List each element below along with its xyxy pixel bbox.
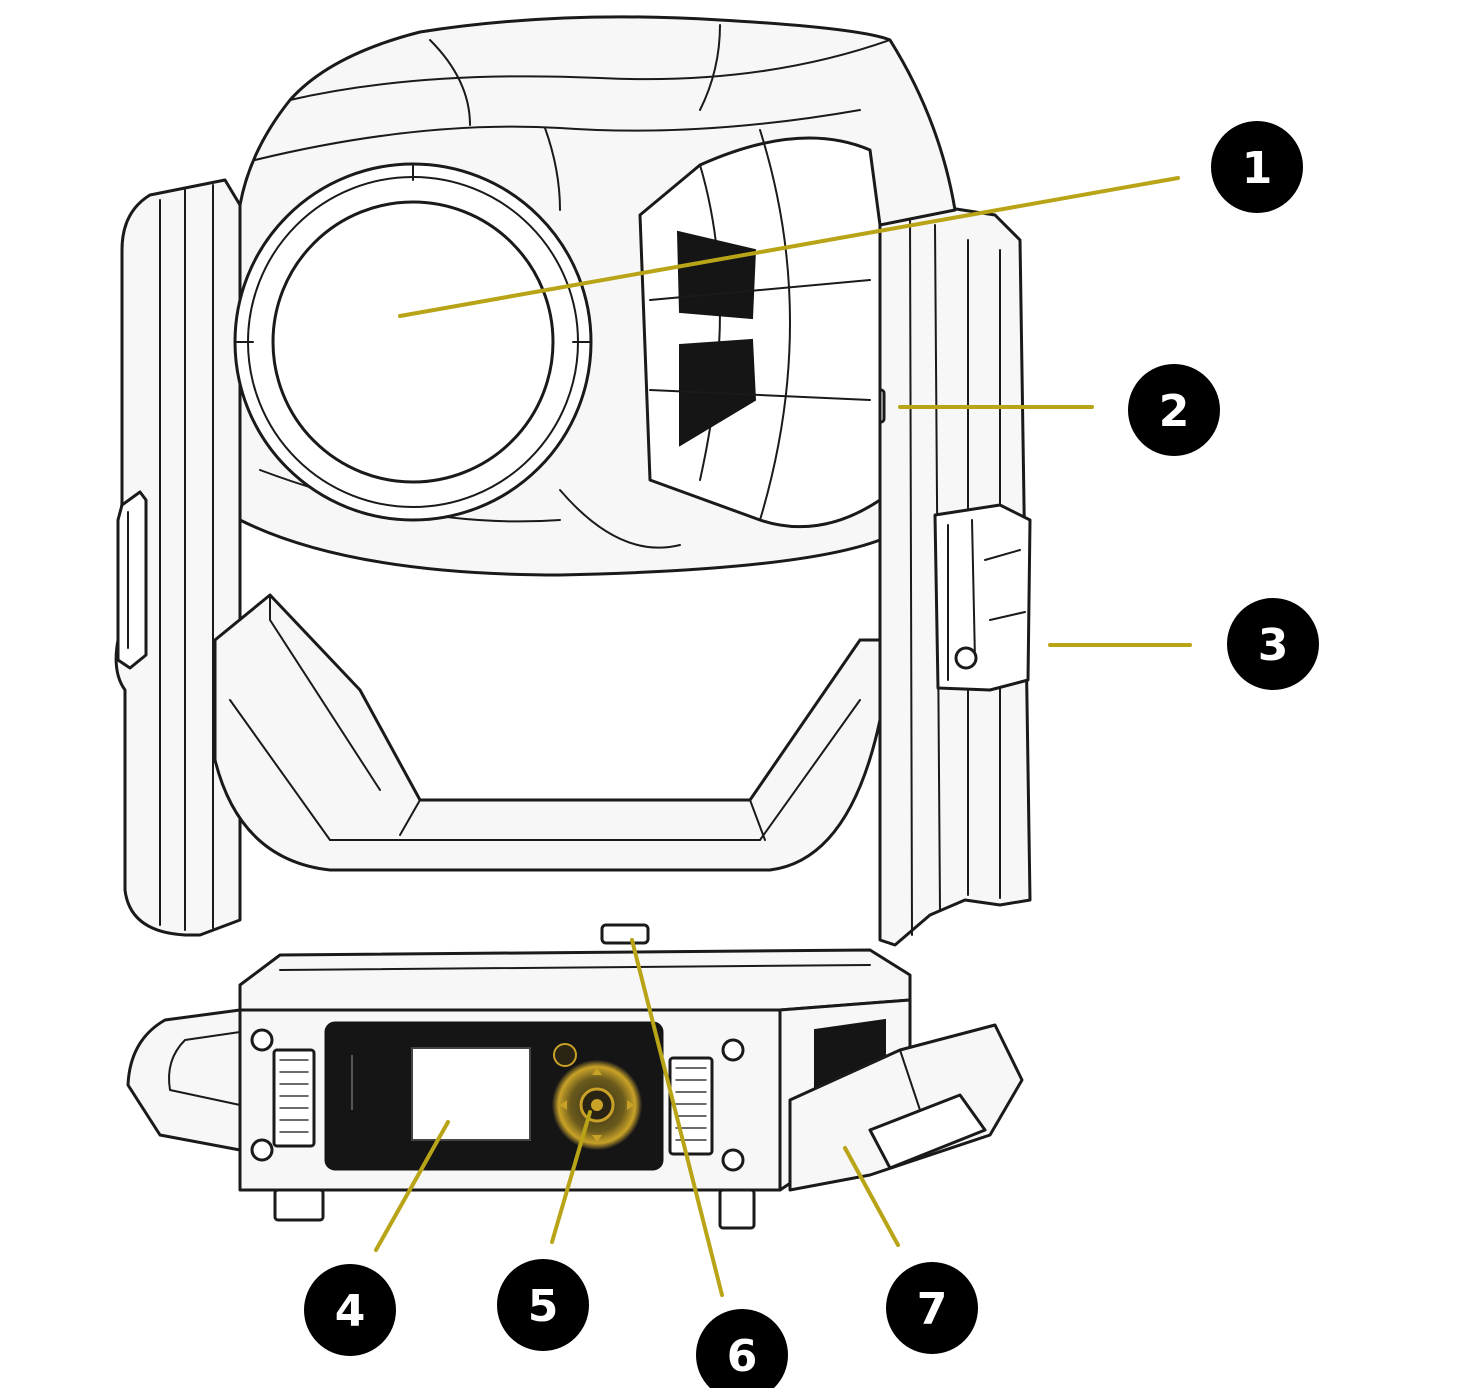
front-lens [271, 200, 555, 484]
leader-5 [550, 1110, 592, 1244]
svg-text:5: 5 [528, 1281, 559, 1332]
leader-4 [374, 1120, 450, 1252]
yoke-crossbar [213, 593, 882, 872]
callout-3: 3 [1227, 598, 1319, 690]
left-handle [116, 490, 148, 670]
callout-1: 1 [1211, 121, 1303, 213]
yoke-left-arm [114, 178, 242, 937]
callout-badges: 1 2 3 4 5 6 7 [304, 121, 1319, 1388]
base-top [238, 948, 912, 1012]
callout-6: 6 [696, 1309, 788, 1388]
yoke [114, 178, 1032, 947]
svg-text:6: 6 [727, 1331, 758, 1382]
base-left-handle [126, 1008, 242, 1152]
svg-text:3: 3 [1258, 620, 1289, 671]
leader-1 [398, 176, 1180, 318]
head-side-panel [638, 136, 882, 529]
callout-7: 7 [886, 1262, 978, 1354]
callout-5: 5 [497, 1259, 589, 1351]
svg-text:1: 1 [1242, 143, 1273, 194]
callout-4: 4 [304, 1264, 396, 1356]
head [233, 15, 957, 577]
leader-6 [630, 938, 724, 1297]
base-right-handle [788, 1023, 1024, 1192]
vent-left [272, 1048, 316, 1148]
right-handle [933, 503, 1032, 692]
navigation-keypad-icon [552, 1043, 642, 1150]
leader-7 [843, 1146, 900, 1247]
svg-text:4: 4 [335, 1286, 366, 1337]
pan-lock [600, 923, 650, 945]
lcd-display-icon [411, 1047, 531, 1141]
svg-text:2: 2 [1159, 386, 1190, 437]
callout-2: 2 [1128, 364, 1220, 456]
leader-lines [374, 176, 1192, 1297]
vent-right [668, 1056, 714, 1156]
base [126, 923, 1024, 1230]
svg-text:7: 7 [917, 1284, 948, 1335]
